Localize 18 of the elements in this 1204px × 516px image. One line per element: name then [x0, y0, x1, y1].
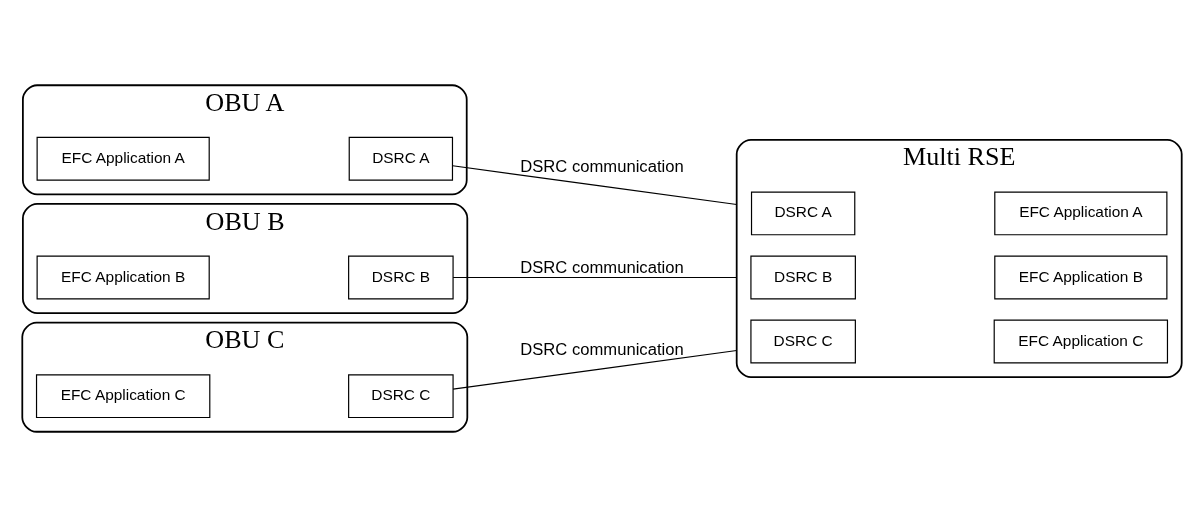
node-box: EFC Application B: [994, 255, 1168, 299]
node-box: DSRC B: [348, 255, 454, 299]
connector: [452, 349, 738, 390]
node-box: EFC Application A: [994, 190, 1168, 235]
node-box: EFC Application B: [36, 255, 210, 299]
edge-label: DSRC communication: [520, 339, 684, 359]
edge-label: DSRC communication: [520, 156, 684, 176]
connector: [452, 276, 738, 278]
node-box: DSRC A: [348, 136, 454, 181]
node-box: EFC Application C: [35, 373, 211, 418]
node-box: EFC Application C: [993, 319, 1169, 364]
node-box: DSRC C: [348, 373, 454, 418]
node-box: EFC Application A: [36, 136, 210, 181]
node-box: DSRC A: [750, 190, 856, 235]
edge-label: DSRC communication: [520, 257, 684, 277]
connector: [452, 164, 738, 205]
node-box: DSRC B: [750, 255, 856, 299]
node-box: DSRC C: [750, 319, 856, 364]
